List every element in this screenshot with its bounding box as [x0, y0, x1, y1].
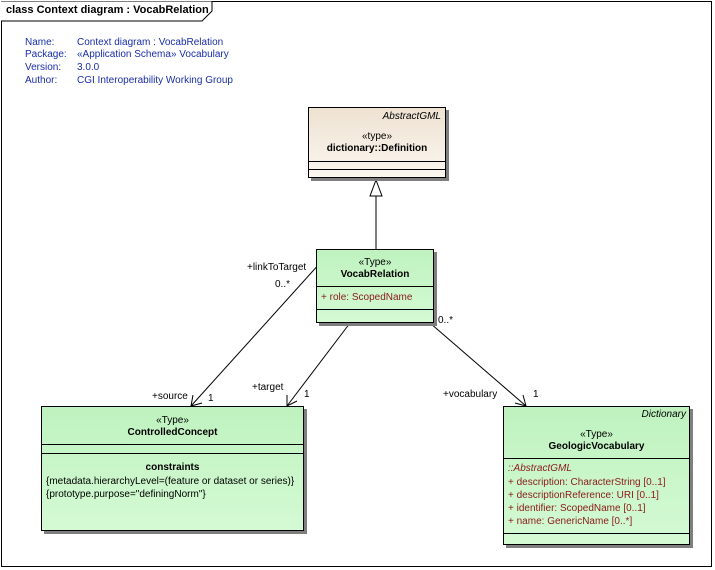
- geologic-vocabulary-attribute-name: + name: GenericName [0..*]: [508, 516, 633, 527]
- controlled-concept-name: ControlledConcept: [127, 427, 218, 438]
- source-multiplicity: 1: [208, 393, 214, 404]
- link-to-target-role: +linkToTarget: [247, 262, 307, 273]
- class-vocab-relation[interactable]: «Type» VocabRelation + role: ScopedName: [316, 249, 434, 323]
- meta-version-label: Version:: [25, 62, 62, 73]
- geologic-vocabulary-attribute-description: + description: CharacterString [0..1]: [508, 477, 666, 488]
- meta-author-label: Author:: [25, 75, 58, 86]
- geologic-vocabulary-attribute-description-reference: + descriptionReference: URI [0..1]: [508, 490, 659, 501]
- class-controlled-concept[interactable]: «Type» ControlledConcept constraints {me…: [41, 406, 304, 531]
- generalization-arrowhead: [369, 178, 383, 197]
- vocab-relation-attribute-role: + role: ScopedName: [321, 292, 413, 303]
- geologic-vocabulary-inherited-from: ::AbstractGML: [508, 463, 572, 474]
- class-definition[interactable]: AbstractGML «type» dictionary::Definitio…: [308, 107, 446, 178]
- controlled-concept-constraint-1: {metadata.hierarchyLevel=(feature or dat…: [46, 476, 295, 487]
- frame-tab: [1, 1, 213, 22]
- vocab-relation-divider-2: [317, 309, 433, 310]
- controlled-concept-constraint-2: {prototype.purpose="definingNorm"}: [46, 489, 206, 500]
- geologic-vocabulary-divider-2: [504, 533, 689, 534]
- geologic-vocabulary-divider-1: [504, 458, 689, 459]
- meta-package-value: «Application Schema» Vocabulary: [77, 49, 229, 60]
- definition-package-note: AbstractGML: [382, 111, 441, 122]
- vocabulary-role: +vocabulary: [443, 389, 498, 400]
- geologic-vocabulary-package-note: Dictionary: [641, 409, 686, 420]
- geologic-vocabulary-name: GeologicVocabulary: [548, 441, 645, 452]
- vocab-relation-stereotype: «Type»: [358, 257, 392, 268]
- vocabulary-association: [429, 322, 527, 407]
- target-association: [286, 322, 351, 407]
- class-geologic-vocabulary[interactable]: Dictionary «Type» GeologicVocabulary ::A…: [503, 406, 690, 545]
- link-to-target-association: [190, 251, 331, 407]
- controlled-concept-divider-2: [42, 453, 303, 454]
- frame-title: class Context diagram : VocabRelation: [6, 4, 209, 16]
- meta-author-value: CGI Interoperability Working Group: [77, 75, 233, 86]
- definition-name: dictionary::Definition: [326, 143, 428, 154]
- definition-divider-2: [309, 169, 445, 170]
- vocabulary-multiplicity: 1: [533, 389, 539, 400]
- vocab-relation-multiplicity: 0..*: [438, 315, 454, 326]
- vocab-relation-divider-1: [317, 286, 433, 287]
- controlled-concept-stereotype: «Type»: [156, 415, 189, 426]
- target-multiplicity: 1: [304, 389, 310, 400]
- meta-name-value: Context diagram : VocabRelation: [77, 37, 224, 48]
- meta-version-value: 3.0.0: [77, 62, 100, 73]
- source-role: +source: [152, 391, 188, 402]
- meta-name-label: Name:: [25, 37, 55, 48]
- geologic-vocabulary-attribute-identifier: + identifier: ScopedName [0..1]: [508, 503, 646, 514]
- definition-stereotype: «type»: [361, 131, 393, 142]
- controlled-concept-constraints-title: constraints: [145, 462, 200, 473]
- target-role: +target: [252, 382, 284, 393]
- link-to-target-multiplicity: 0..*: [275, 279, 291, 290]
- definition-divider-1: [309, 161, 445, 162]
- controlled-concept-divider-1: [42, 444, 303, 445]
- meta-package-label: Package:: [25, 49, 67, 60]
- vocab-relation-name: VocabRelation: [340, 269, 410, 280]
- geologic-vocabulary-stereotype: «Type»: [580, 429, 613, 440]
